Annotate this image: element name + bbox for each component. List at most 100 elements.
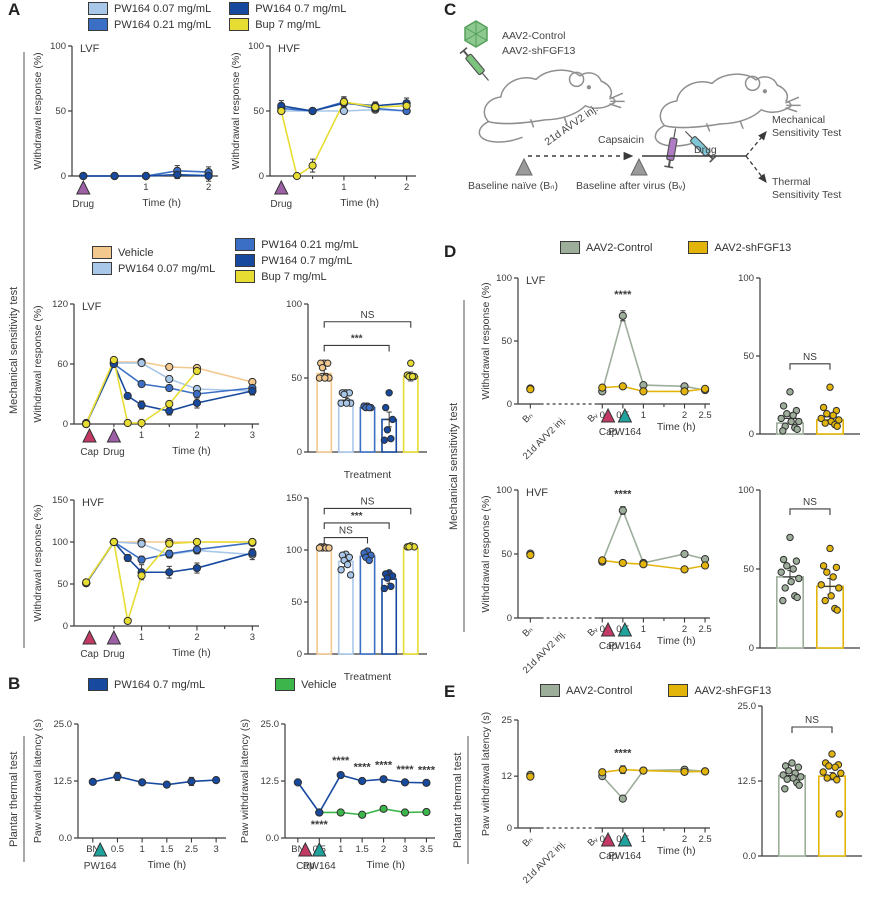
svg-text:Drug: Drug [270, 199, 292, 210]
svg-text:Withdrawal response (%): Withdrawal response (%) [230, 52, 242, 169]
legend-swatch [235, 238, 256, 251]
svg-text:0.0: 0.0 [59, 833, 72, 844]
svg-text:50: 50 [743, 564, 754, 575]
legend-swatch [235, 254, 256, 267]
svg-text:2: 2 [194, 632, 199, 643]
legend-item: AAV2-Control [540, 684, 632, 697]
svg-text:0: 0 [507, 399, 512, 410]
svg-text:1: 1 [139, 844, 144, 855]
svg-text:0: 0 [600, 834, 605, 845]
aav-label-line1: AAV2-Control [502, 30, 566, 42]
svg-text:0: 0 [63, 419, 68, 430]
svg-text:****: **** [614, 289, 632, 301]
svg-text:0.0: 0.0 [743, 851, 756, 862]
svg-text:Time (h): Time (h) [172, 445, 211, 457]
svg-text:NS: NS [803, 352, 817, 363]
legend-swatch [88, 18, 108, 31]
svg-text:NS: NS [805, 715, 819, 726]
svg-text:0: 0 [507, 613, 512, 624]
svg-text:****: **** [332, 755, 350, 767]
svg-text:0.5: 0.5 [111, 844, 124, 855]
svg-text:100: 100 [52, 537, 68, 548]
svg-text:PW164: PW164 [84, 861, 117, 872]
baseline-naive-label: Baseline naïve (Bₙ) [468, 180, 558, 192]
svg-text:150: 150 [286, 493, 302, 504]
svg-text:Drug: Drug [72, 199, 94, 210]
legend-item: PW164 0.07 mg/mL [92, 262, 215, 275]
legend-swatch [88, 2, 108, 15]
svg-text:Cap: Cap [599, 851, 618, 862]
svg-text:12.5: 12.5 [738, 776, 757, 787]
svg-text:2.5: 2.5 [698, 410, 711, 421]
svg-text:NS: NS [803, 497, 817, 508]
svg-text:NS: NS [361, 496, 375, 507]
legend-swatch [688, 241, 709, 254]
svg-text:0: 0 [600, 624, 605, 635]
panel-label-b: B [8, 674, 21, 693]
svg-text:2.5: 2.5 [185, 844, 198, 855]
svg-text:120: 120 [52, 299, 68, 310]
svg-text:0: 0 [749, 429, 754, 440]
svg-text:3: 3 [213, 844, 218, 855]
legend-item: PW164 0.07 mg/mL [88, 2, 211, 15]
side-rule [467, 736, 469, 864]
panel-label-c: C [444, 0, 457, 19]
legend-swatch [235, 270, 256, 283]
svg-text:HVF: HVF [82, 497, 104, 509]
panel-label-e: E [444, 682, 456, 701]
svg-text:0: 0 [507, 823, 512, 834]
svg-text:0: 0 [259, 171, 264, 182]
svg-text:1: 1 [641, 834, 646, 845]
svg-text:100: 100 [248, 41, 264, 52]
legend-swatch [92, 262, 112, 275]
svg-text:Bₙ: Bₙ [521, 624, 536, 639]
legend-item: AAV2-shFGF13 [688, 241, 791, 254]
svg-text:Time (h): Time (h) [142, 197, 181, 209]
drug-label: Drug [694, 144, 717, 156]
svg-text:NS: NS [361, 310, 375, 321]
svg-text:Drug: Drug [103, 649, 125, 660]
svg-text:BN: BN [86, 844, 99, 855]
svg-text:2: 2 [381, 844, 386, 855]
svg-text:1: 1 [641, 624, 646, 635]
svg-text:Withdrawal response (%): Withdrawal response (%) [480, 495, 492, 612]
svg-text:25.0: 25.0 [261, 719, 280, 730]
svg-text:1: 1 [139, 430, 144, 441]
svg-text:****: **** [614, 489, 632, 501]
svg-text:60: 60 [57, 359, 68, 370]
legend-item: Vehicle [92, 246, 215, 259]
svg-text:Time (h): Time (h) [657, 845, 696, 857]
svg-text:100: 100 [50, 41, 66, 52]
experiment-timeline-diagram: AAV2-Control AAV2-shFGF13 21d AVV2 inj. … [446, 8, 871, 240]
legend-swatch [88, 678, 108, 691]
svg-text:Treatment: Treatment [344, 671, 392, 683]
svg-text:2.5: 2.5 [698, 834, 711, 845]
panel-label-d: D [444, 242, 457, 261]
svg-text:0: 0 [297, 447, 302, 458]
svg-text:1: 1 [139, 632, 144, 643]
svg-text:50: 50 [501, 336, 512, 347]
svg-text:0: 0 [297, 649, 302, 660]
svg-text:HVF: HVF [526, 487, 548, 499]
svg-text:2: 2 [682, 410, 687, 421]
legend-item: Vehicle [275, 678, 337, 691]
svg-text:100: 100 [738, 273, 754, 284]
svg-text:100: 100 [496, 273, 512, 284]
legend-item: Bup 7 mg/mL [235, 270, 358, 283]
svg-text:150: 150 [52, 495, 68, 506]
svg-text:Withdrawal response (%): Withdrawal response (%) [32, 504, 44, 621]
diagram-graphics [459, 20, 801, 184]
capsaicin-label: Capsaicin [598, 134, 645, 146]
svg-text:Time (h): Time (h) [657, 635, 696, 647]
mechanical-test-label: Mechanical Sensitivity Test [772, 114, 842, 140]
svg-text:Paw withdrawal latency (s): Paw withdrawal latency (s) [32, 719, 44, 843]
svg-text:100: 100 [738, 485, 754, 496]
svg-text:Withdrawal response (%): Withdrawal response (%) [32, 52, 44, 169]
legend-swatch [92, 246, 112, 259]
legend-item: PW164 0.21 mg/mL [88, 18, 211, 31]
